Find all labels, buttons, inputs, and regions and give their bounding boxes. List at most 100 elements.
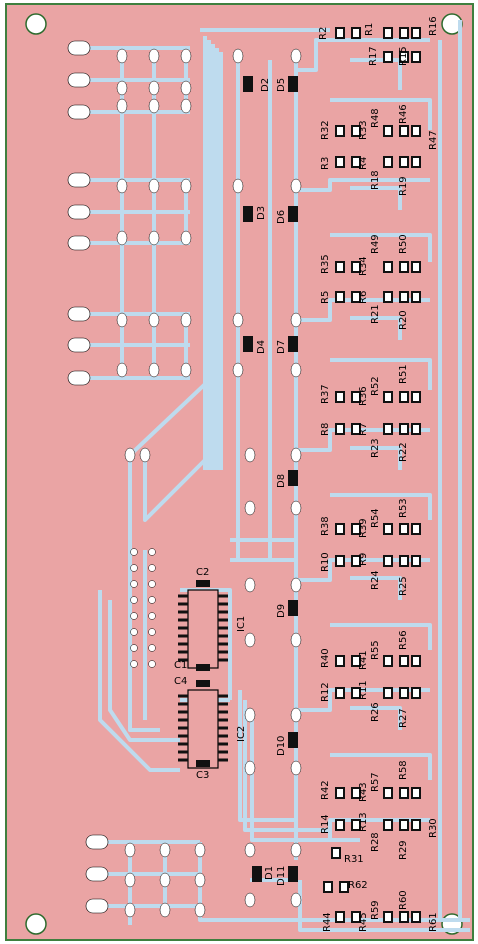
- label-d7: D7: [276, 340, 287, 354]
- label-d10: D10: [276, 736, 287, 756]
- pad: [290, 362, 302, 378]
- pad: [232, 48, 244, 64]
- label-r57: R57: [370, 772, 381, 792]
- pad: [116, 362, 128, 378]
- pad: [148, 178, 160, 194]
- pin: [130, 564, 138, 572]
- pad: [159, 872, 171, 888]
- pad: [116, 230, 128, 246]
- label-r2: R2: [318, 27, 329, 40]
- label-r29: R29: [398, 840, 409, 860]
- pad: [148, 98, 160, 114]
- pad: [148, 312, 160, 328]
- label-r7: R7: [358, 423, 369, 436]
- label-r8: R8: [320, 423, 331, 436]
- pin: [130, 644, 138, 652]
- pad: [244, 760, 256, 776]
- label-d8: D8: [276, 474, 287, 488]
- label-r37: R37: [320, 384, 331, 404]
- label-d5: D5: [276, 78, 287, 92]
- label-r9: R9: [358, 553, 369, 566]
- label-r6: R6: [358, 291, 369, 304]
- label-r39: R39: [358, 518, 369, 538]
- label-r13: R13: [358, 812, 369, 832]
- pin: [130, 628, 138, 636]
- cap-pad: [196, 680, 210, 687]
- label-r50: R50: [398, 234, 409, 254]
- pin: [148, 612, 156, 620]
- pin: [130, 580, 138, 588]
- pad: [180, 312, 192, 328]
- pad: [180, 98, 192, 114]
- label-r51: R51: [398, 364, 409, 384]
- label-r18: R18: [370, 170, 381, 190]
- pad: [148, 362, 160, 378]
- label-d1: D1: [264, 866, 275, 880]
- pad: [244, 632, 256, 648]
- oval-pad: [85, 866, 109, 882]
- label-r11: R11: [358, 680, 369, 700]
- label-r33: R33: [358, 120, 369, 140]
- label-d2: D2: [260, 78, 271, 92]
- pin: [148, 564, 156, 572]
- label-r32: R32: [320, 120, 331, 140]
- label-r3: R3: [320, 157, 331, 170]
- label-r31: R31: [344, 854, 364, 865]
- pad: [116, 80, 128, 96]
- label-r44: R44: [322, 912, 333, 932]
- pad: [159, 902, 171, 918]
- oval-pad: [67, 104, 91, 120]
- pad: [116, 98, 128, 114]
- label-r16: R16: [428, 16, 439, 36]
- label-c2: C2: [196, 567, 209, 578]
- oval-pad: [67, 172, 91, 188]
- cap-pad: [196, 580, 210, 587]
- label-r62: R62: [348, 880, 368, 891]
- pad: [290, 447, 302, 463]
- label-r30: R30: [428, 818, 439, 838]
- pad: [124, 447, 136, 463]
- label-r38: R38: [320, 516, 331, 536]
- label-r43: R43: [358, 782, 369, 802]
- pad: [244, 500, 256, 516]
- label-d4: D4: [256, 340, 267, 354]
- label-r25: R25: [398, 576, 409, 596]
- pad: [124, 842, 136, 858]
- label-r59: R59: [370, 900, 381, 920]
- component-labels: R2 R1 R16 R17 R15 R32 R33 R48 R46 R47 R3…: [174, 16, 439, 932]
- pin: [148, 548, 156, 556]
- label-r55: R55: [370, 640, 381, 660]
- pad: [124, 902, 136, 918]
- label-r5: R5: [320, 291, 331, 304]
- label-r21: R21: [370, 304, 381, 324]
- label-r27: R27: [398, 708, 409, 728]
- pad: [194, 902, 206, 918]
- pin: [148, 596, 156, 604]
- pad: [244, 892, 256, 908]
- label-r26: R26: [370, 702, 381, 722]
- label-d9: D9: [276, 604, 287, 618]
- pad: [290, 707, 302, 723]
- oval-pad: [67, 40, 91, 56]
- ic-body: [187, 689, 219, 769]
- oval-pad: [85, 898, 109, 914]
- pad: [290, 500, 302, 516]
- oval-pad: [67, 204, 91, 220]
- mounting-hole: [25, 913, 47, 935]
- smd-diode-footprints: [243, 76, 298, 882]
- pad: [194, 842, 206, 858]
- label-r42: R42: [320, 780, 331, 800]
- label-c3: C3: [196, 770, 209, 781]
- label-r34: R34: [358, 256, 369, 276]
- label-r28: R28: [370, 832, 381, 852]
- pin: [130, 596, 138, 604]
- label-r23: R23: [370, 438, 381, 458]
- label-d11: D11: [276, 866, 287, 886]
- label-r20: R20: [398, 310, 409, 330]
- label-r61: R61: [428, 912, 439, 932]
- label-r58: R58: [398, 760, 409, 780]
- label-r10: R10: [320, 552, 331, 572]
- pad: [290, 312, 302, 328]
- label-r19: R19: [398, 176, 409, 196]
- label-r46: R46: [398, 104, 409, 124]
